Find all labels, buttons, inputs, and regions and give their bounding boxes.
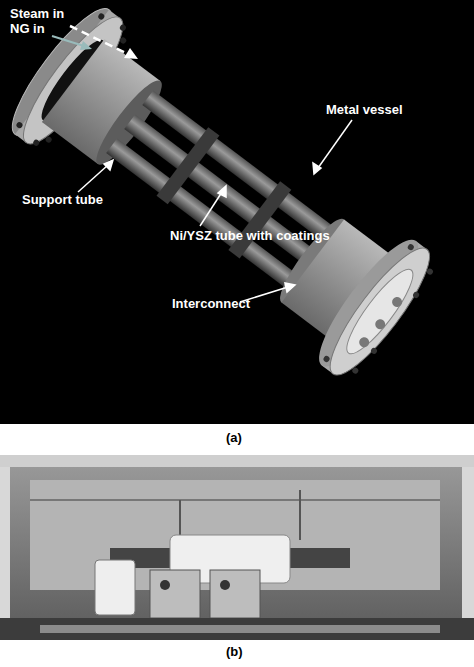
part-label: NG in [10, 21, 45, 36]
lab-photograph [0, 455, 474, 640]
arrow-head [124, 48, 138, 59]
leader-lines [78, 120, 352, 302]
part-label: Support tube [22, 192, 103, 207]
part-label: Ni/YSZ tube with coatings [170, 228, 330, 243]
part-label: (b) [226, 644, 243, 659]
part-label: (a) [226, 430, 242, 445]
part-label: Steam in [10, 6, 64, 21]
part-label: Interconnect [172, 296, 250, 311]
arrow-head [80, 41, 92, 50]
flow-arrow [70, 26, 130, 55]
flow-arrow [52, 36, 84, 46]
panel-background [0, 0, 474, 424]
reactor-vessel [0, 0, 444, 387]
part-label: Metal vessel [326, 102, 403, 117]
